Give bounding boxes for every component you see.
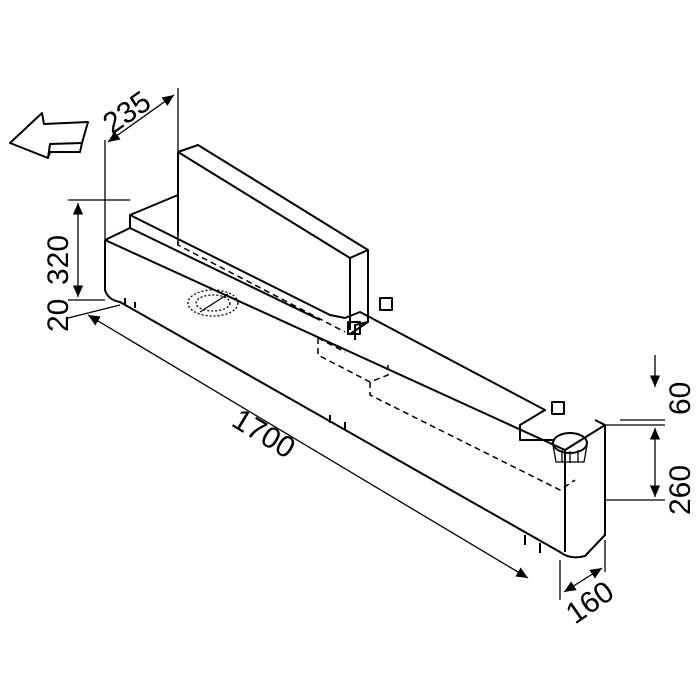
base-body — [104, 144, 606, 559]
speaker-grille-icon — [187, 289, 239, 317]
dim-260: 260 — [664, 465, 697, 515]
dim-235: 235 — [97, 85, 157, 141]
dim-1700: 1700 — [226, 403, 300, 466]
direction-arrow-icon — [9, 112, 89, 159]
dim-20: 20 — [42, 299, 75, 332]
dim-60: 60 — [664, 382, 697, 415]
dimension-lines — [67, 88, 665, 600]
dim-320: 320 — [42, 235, 75, 285]
dim-160: 160 — [560, 575, 620, 631]
cup-holder-icon — [552, 432, 588, 463]
